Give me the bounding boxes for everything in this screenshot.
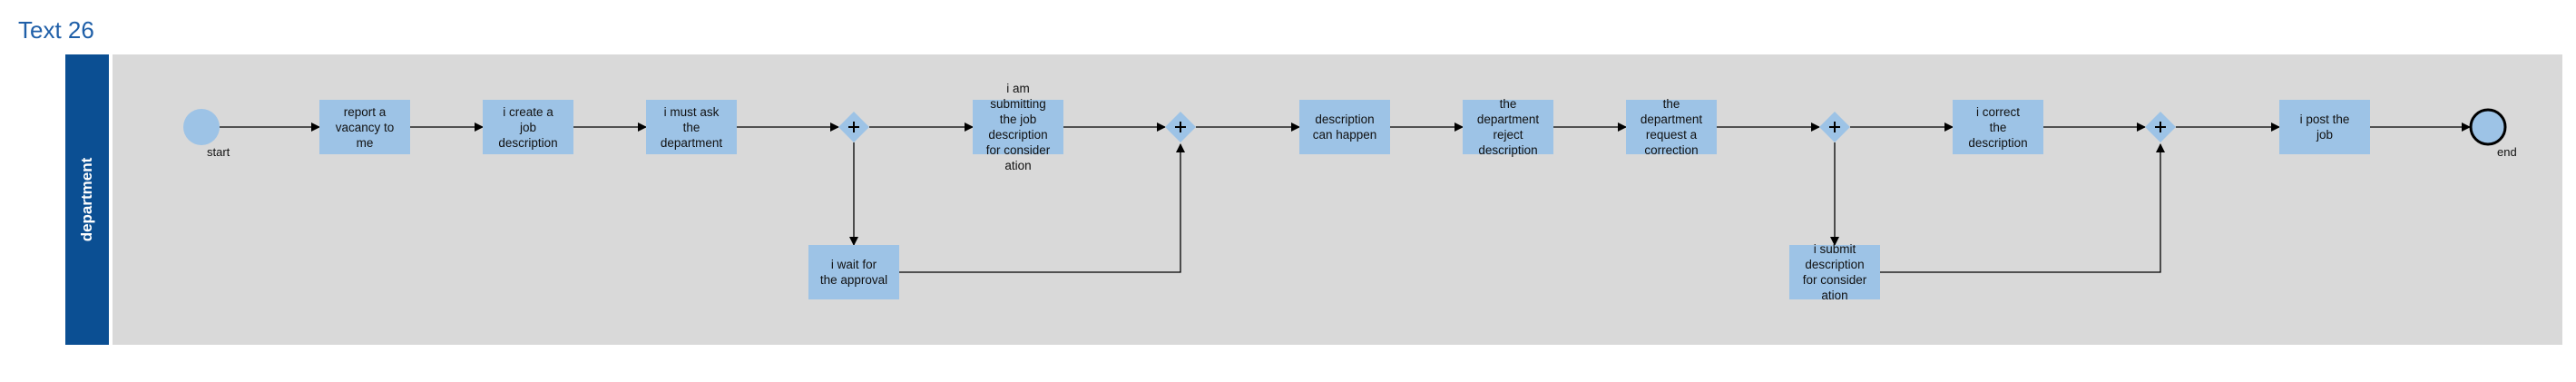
task-label: i wait for the approval [819,258,888,287]
parallel-gateway-2[interactable] [1165,112,1196,142]
start-label: start [207,145,230,159]
task-ask-department[interactable]: i must ask the department [646,100,737,154]
sequence-flows [220,122,2471,273]
task-label: i submit description for consider ation [1802,242,1867,302]
task-department-reject[interactable]: the department reject description [1463,97,1553,157]
task-label: i post the job [2299,113,2350,142]
task-label: the department reject description [1476,97,1540,157]
task-label: i am submitting the job description for … [985,82,1051,172]
task-label: report a vacancy to me [335,104,395,150]
task-description-happen[interactable]: description can happen [1299,100,1390,154]
task-post-job[interactable]: i post the job [2279,100,2370,154]
lane-header[interactable]: department [65,54,109,345]
flow-wait-to-gateway2 [899,143,1185,273]
task-label: description can happen [1312,113,1377,142]
task-label: i create a job description [498,104,558,150]
task-department-request[interactable]: the department request a correction [1626,97,1717,157]
task-submitting-description[interactable]: i am submitting the job description for … [973,82,1063,172]
task-correct-description[interactable]: i correct the description [1953,100,2043,154]
task-report-vacancy[interactable]: report a vacancy to me [319,100,410,154]
diagram-title: Text 26 [18,16,94,44]
task-label: the department request a correction [1640,97,1703,157]
task-wait-approval[interactable]: i wait for the approval [808,245,899,299]
parallel-gateway-3[interactable] [1819,112,1850,142]
task-label: i must ask the department [660,104,723,150]
end-label: end [2497,145,2517,159]
task-submit-description[interactable]: i submit description for consider ation [1789,242,1880,302]
task-label: i correct the description [1968,104,2028,150]
parallel-gateway-4[interactable] [2145,112,2176,142]
task-create-description[interactable]: i create a job description [483,100,573,154]
flow-submit-to-gateway4 [1880,143,2165,273]
end-event[interactable] [2469,108,2507,146]
parallel-gateway-1[interactable] [838,112,869,142]
start-event[interactable] [183,109,220,145]
